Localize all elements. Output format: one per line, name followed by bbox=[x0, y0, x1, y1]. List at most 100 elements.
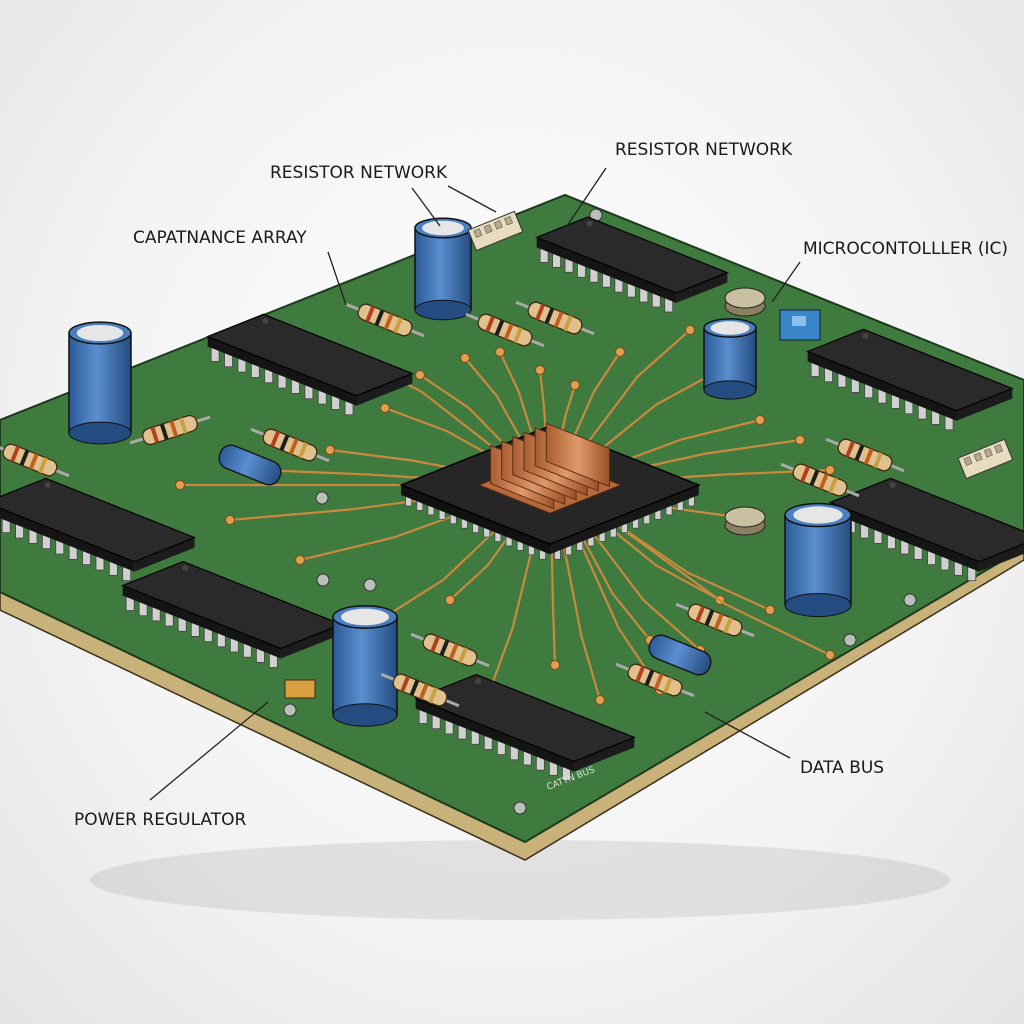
capacitor-top bbox=[341, 608, 389, 626]
label-resistor-network-right: RESISTOR NETWORK bbox=[615, 140, 793, 160]
label-resistor-network-left: RESISTOR NETWORK bbox=[270, 163, 448, 183]
chip-side bbox=[356, 373, 413, 406]
callouts bbox=[149, 167, 801, 801]
connector-top bbox=[467, 210, 524, 252]
trace bbox=[584, 329, 691, 447]
leader-line bbox=[149, 701, 269, 801]
capacitor-top bbox=[76, 324, 124, 342]
capacitor-body bbox=[785, 515, 851, 605]
trace bbox=[566, 351, 621, 453]
heatsink-fin bbox=[545, 422, 611, 488]
label-capacitance-array: CAPATNANCE ARRAY bbox=[133, 228, 307, 248]
trace bbox=[464, 357, 530, 454]
ic-chip-right bbox=[806, 328, 1014, 431]
dip-switch bbox=[779, 309, 821, 341]
connector-pin bbox=[493, 220, 503, 230]
leader-line bbox=[327, 251, 347, 306]
chip-side bbox=[979, 543, 1024, 572]
chip-top bbox=[535, 216, 729, 294]
film-capacitor bbox=[648, 634, 712, 676]
resistor-lead bbox=[465, 312, 545, 348]
chip-side bbox=[573, 737, 635, 772]
via-pad bbox=[765, 605, 775, 615]
resistor-band bbox=[704, 609, 715, 626]
resistor-lead bbox=[345, 302, 425, 338]
capacitor-outline bbox=[68, 333, 132, 433]
chip-side bbox=[207, 336, 357, 406]
ceramic-top bbox=[724, 287, 766, 309]
microcontroller-ic bbox=[399, 422, 701, 560]
film-capacitor-body bbox=[648, 634, 712, 676]
capacitor-body bbox=[333, 617, 397, 715]
connector-pin bbox=[473, 228, 483, 238]
capacitor-outline bbox=[784, 515, 852, 605]
trace bbox=[604, 515, 771, 612]
resistor-band bbox=[439, 639, 450, 656]
pin1-dot bbox=[862, 332, 869, 339]
resistor-lead bbox=[410, 632, 490, 668]
power-regulator bbox=[284, 679, 316, 699]
trace bbox=[379, 517, 509, 621]
resistor-band bbox=[418, 683, 429, 700]
resistor-band bbox=[873, 452, 883, 469]
capacitor-outline bbox=[332, 617, 398, 715]
ceramic-capacitor bbox=[724, 506, 766, 536]
chip-side bbox=[280, 624, 342, 659]
resistor-band bbox=[854, 444, 865, 461]
resistor-band bbox=[365, 305, 376, 323]
via-pad bbox=[460, 353, 470, 363]
ic-side bbox=[401, 485, 550, 555]
via-pad bbox=[325, 445, 335, 455]
resistor-band bbox=[863, 448, 874, 465]
pin1-dot bbox=[475, 678, 482, 685]
chip-side bbox=[807, 351, 957, 421]
ceramic-capacitor bbox=[724, 287, 766, 317]
switch-lever bbox=[792, 316, 806, 326]
trace bbox=[619, 526, 831, 656]
resistor-lead bbox=[515, 300, 595, 336]
connector-pin bbox=[973, 452, 983, 462]
resistor-band bbox=[503, 323, 514, 340]
via-pad bbox=[825, 650, 835, 660]
via-pad bbox=[535, 365, 545, 375]
capacitor-outline bbox=[414, 228, 472, 310]
ic-chip-bus bbox=[414, 673, 636, 781]
connector-pin bbox=[983, 448, 993, 458]
ic-chip-far-left bbox=[0, 477, 197, 582]
resistor-band bbox=[809, 469, 820, 486]
ic-chip-top bbox=[535, 216, 729, 313]
chip-side bbox=[536, 237, 677, 303]
label-microcontroller: MICROCONTOLLLER (IC) bbox=[803, 239, 1008, 259]
connector-pin bbox=[483, 224, 493, 234]
resistor-band bbox=[374, 309, 385, 326]
chip-top bbox=[828, 477, 1024, 563]
resistor bbox=[0, 442, 70, 478]
connector-pin bbox=[994, 444, 1004, 454]
resistor-lead bbox=[129, 415, 211, 445]
chip-side bbox=[830, 502, 980, 572]
via-pad bbox=[755, 415, 765, 425]
mounting-hole bbox=[363, 578, 377, 592]
capacitor-left bbox=[68, 321, 132, 445]
pin1-dot bbox=[262, 317, 269, 324]
resistor-band bbox=[535, 303, 546, 321]
leader-line bbox=[704, 711, 791, 759]
mounting-hole bbox=[316, 573, 330, 587]
connector-pin bbox=[504, 216, 514, 226]
resistor-band bbox=[383, 313, 394, 330]
capacitor-body bbox=[415, 228, 471, 310]
via-pad bbox=[445, 595, 455, 605]
label-power-regulator: POWER REGULATOR bbox=[74, 810, 247, 830]
ceramic-top bbox=[724, 506, 766, 528]
resistor-band bbox=[38, 457, 48, 474]
capacitor-top bbox=[414, 217, 472, 321]
via-pad bbox=[825, 465, 835, 475]
resistor-lead bbox=[780, 462, 860, 498]
resistor-band bbox=[458, 647, 468, 664]
via-pad bbox=[570, 380, 580, 390]
mounting-hole bbox=[903, 593, 917, 607]
trace bbox=[499, 351, 539, 453]
trace bbox=[591, 369, 721, 458]
resistor bbox=[615, 662, 695, 698]
mounting-hole bbox=[283, 703, 297, 717]
